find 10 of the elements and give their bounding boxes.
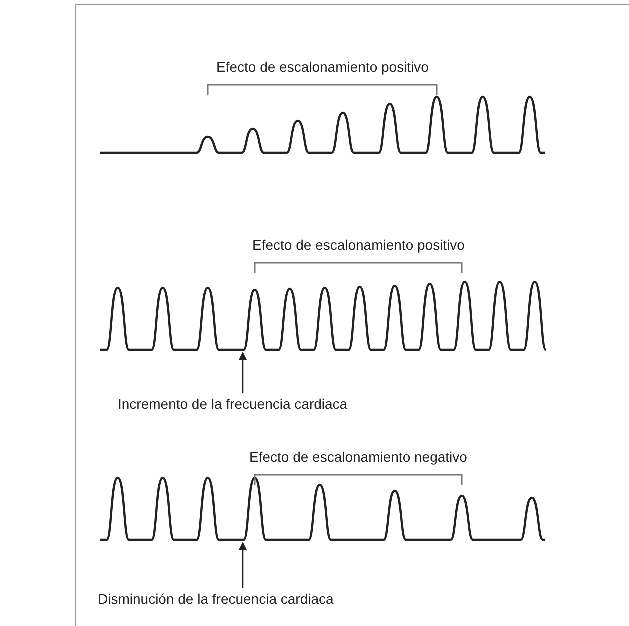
arrow xyxy=(239,352,247,393)
waveform-trace xyxy=(99,476,546,542)
waveform-trace xyxy=(100,96,546,154)
waveform-trace xyxy=(99,280,548,352)
annotation-text: Incremento de la frecuencia cardiaca xyxy=(118,396,348,413)
bracket-label: Efecto de escalonamiento positivo xyxy=(216,59,429,76)
annotation-text: Disminución de la frecuencia cardiaca xyxy=(98,591,334,608)
bracket-label: Efecto de escalonamiento positivo xyxy=(252,237,465,254)
bracket-label: Efecto de escalonamiento negativo xyxy=(250,449,468,466)
arrow xyxy=(239,542,247,588)
